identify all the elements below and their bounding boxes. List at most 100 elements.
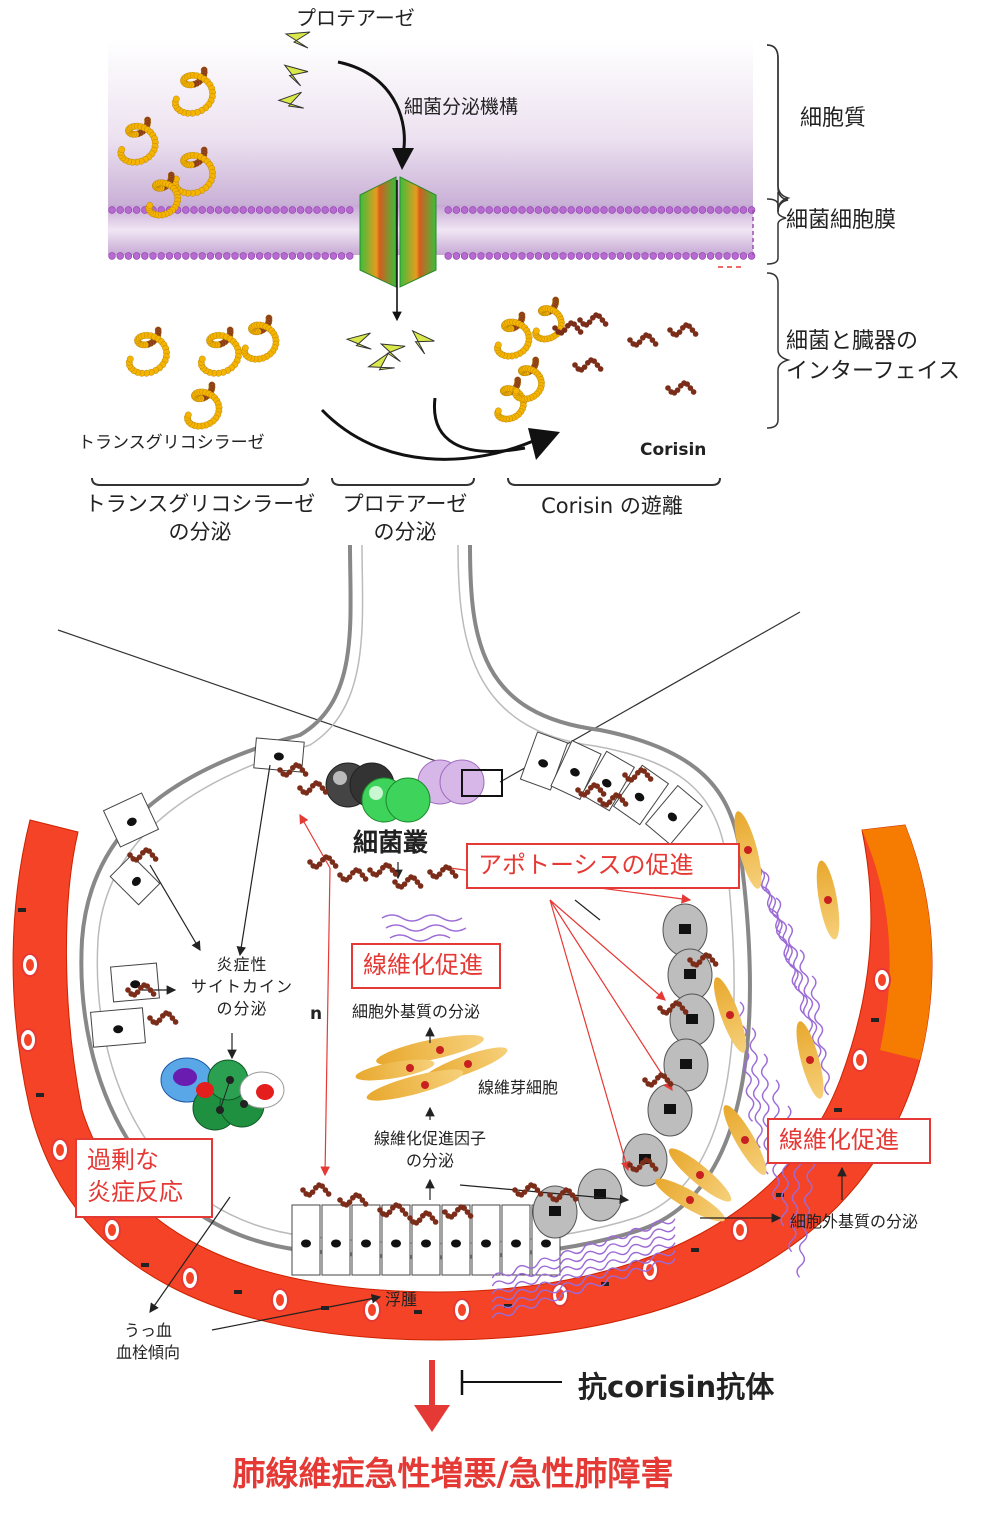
corisin-bead [651,1079,658,1085]
corisin-bead [597,797,603,803]
corisin-bead [296,763,303,769]
cell-nucleus [331,1239,341,1248]
fibroblast-icons [355,1034,508,1101]
fibroblast-nucleus [726,1011,734,1019]
cell-nucleus [538,759,549,768]
epithelial-cell [102,792,160,848]
protease-icon [367,352,395,371]
brace-step-2 [331,477,475,486]
corisin-bead [386,1209,393,1215]
box-excess-inflammation: 過剰な 炎症反応 [75,1138,213,1218]
result-arrow-head [414,1405,450,1432]
epithelial-cells [90,731,715,1276]
lipid-bead [165,252,174,260]
lipid-bead [551,252,559,260]
corisin-bead [432,1219,439,1225]
corisin-bead [652,341,659,347]
lipid-bead [313,252,321,260]
corisin-bead [566,1188,572,1194]
corisin-bead [156,1017,163,1023]
corisin-bead [136,854,143,860]
lipid-bead [633,252,641,260]
corisin-bead [676,329,683,335]
fibroblast-nucleus [744,846,752,854]
fibroblast-nucleus [696,1171,704,1179]
lipid-bead [739,252,748,260]
lipid-bead [305,252,313,260]
peptidoglycan-chains [117,66,699,430]
apoptotic-nucleus [664,1104,676,1114]
lipid-bead [674,206,682,214]
corisin-bead [392,871,399,877]
corisin-bead [689,327,696,333]
label-corisin: Corisin [640,440,707,460]
epithelial-cell [109,854,161,906]
corisin-bead [299,767,306,773]
cell-nucleus [301,1239,311,1248]
lipid-bead [206,206,215,214]
corisin-bead [622,801,629,807]
collagen-fiber [749,1027,763,1149]
apoptotic-nucleus [680,1059,692,1069]
corisin-bead [166,1011,172,1017]
corisin-bead [150,991,157,997]
lipid-bead [633,206,641,214]
endothelial-nucleus [834,1108,842,1112]
lipid-bead [526,206,534,214]
corisin-bead [399,1207,406,1213]
box-apoptosis: アポトーシスの促進 [466,843,740,889]
corisin-bead [594,362,601,368]
chain-bead [126,355,134,363]
corisin-bead [392,879,398,885]
corisin-bead [599,317,606,323]
brace-interface [766,272,791,429]
apoptotic-nucleus [594,1189,606,1199]
corisin-icon [427,864,459,880]
lipid-bead [231,206,239,214]
corisin-bead [657,1005,663,1011]
corisin-bead [332,863,339,869]
lipid-bead [706,252,715,260]
lipid-bead [608,206,616,214]
corisin-bead [427,869,433,875]
corisin-bead [512,1187,518,1193]
corisin-bead [574,325,581,331]
corisin-icon [572,357,604,373]
corisin-bead [286,769,293,775]
lipid-bead [132,252,141,260]
collagen-fiber [491,1250,676,1311]
entry-arrow [337,60,406,159]
corisin-icon [337,1192,369,1208]
corisin-bead [377,1207,383,1213]
lipid-bead [149,252,157,260]
epithelial-cell [471,1204,501,1276]
lipid-bead [223,252,231,260]
cell-nucleus [634,792,645,802]
fibroblast-nucleus [686,1196,694,1204]
lipid-bead [715,252,723,260]
corisin-icon [667,322,699,338]
corisin-bead [641,768,647,774]
corisin-bead [606,799,613,805]
endothelial-nucleus [691,1248,699,1252]
lipid-bead [264,206,272,214]
label-edema: 浮腫 [385,1290,418,1309]
corisin-bead [411,875,418,881]
epithelial-cell [90,1007,146,1048]
corisin-icon [337,867,369,883]
lipid-bead [624,252,633,260]
cell-nucleus [273,752,284,761]
cell-nucleus [131,876,141,886]
label-ecm-center: 細胞外基質の分泌 [352,1002,481,1021]
corisin-bead [446,865,453,871]
lipid-bead [649,206,657,214]
chain-bead [172,95,180,103]
endothelial-nucleus [234,1290,242,1294]
lipid-bead [510,206,518,214]
lipid-bead [583,252,592,260]
epithelial-cell [550,739,602,801]
corisin-bead [652,1166,659,1172]
corisin-bead [316,781,323,787]
lipid-bead [485,206,493,214]
corisin-bead [575,787,581,793]
